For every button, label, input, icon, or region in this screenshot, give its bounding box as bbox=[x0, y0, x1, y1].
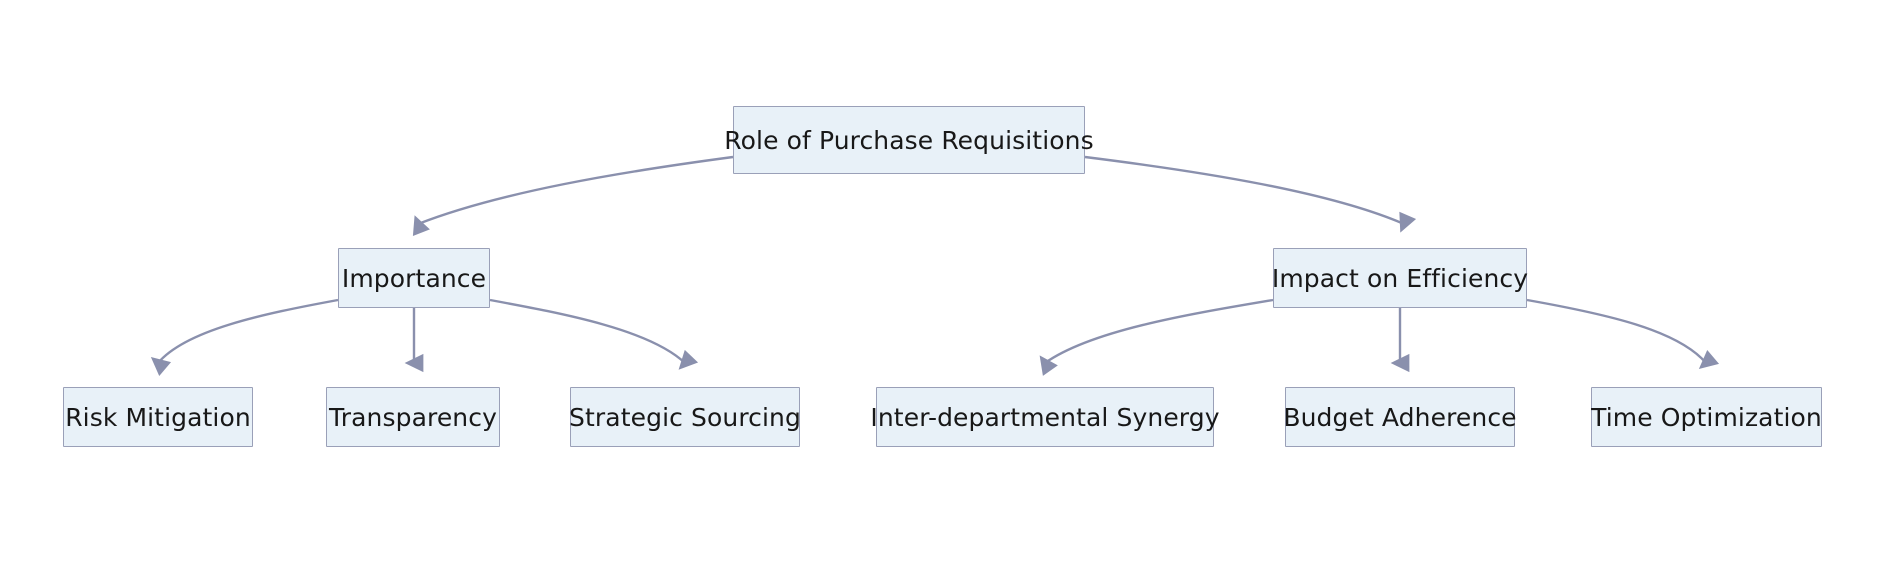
node-importance[interactable]: Importance bbox=[338, 248, 490, 308]
node-root[interactable]: Role of Purchase Requisitions bbox=[724, 106, 1094, 174]
node-inter-departmental-synergy-label: Inter-departmental Synergy bbox=[870, 402, 1220, 432]
node-impact-on-efficiency-label: Impact on Efficiency bbox=[1271, 263, 1529, 293]
edge-importance-sourcing bbox=[489, 298, 699, 370]
edge-root-importance bbox=[412, 155, 734, 237]
node-time-optimization[interactable]: Time Optimization bbox=[1591, 387, 1822, 447]
node-inter-departmental-synergy[interactable]: Inter-departmental Synergy bbox=[870, 387, 1220, 447]
node-impact-on-efficiency[interactable]: Impact on Efficiency bbox=[1271, 248, 1529, 308]
node-budget-adherence[interactable]: Budget Adherence bbox=[1283, 387, 1517, 447]
node-time-optimization-label: Time Optimization bbox=[1591, 402, 1822, 432]
node-strategic-sourcing[interactable]: Strategic Sourcing bbox=[569, 387, 801, 447]
edge-impact-time bbox=[1526, 298, 1720, 370]
node-risk-mitigation[interactable]: Risk Mitigation bbox=[63, 387, 253, 447]
node-transparency-label: Transparency bbox=[329, 402, 497, 432]
node-budget-adherence-label: Budget Adherence bbox=[1283, 402, 1517, 432]
edge-impact-synergy bbox=[1039, 298, 1274, 376]
edge-importance-risk bbox=[150, 298, 339, 377]
node-strategic-sourcing-label: Strategic Sourcing bbox=[569, 402, 801, 432]
node-risk-mitigation-label: Risk Mitigation bbox=[65, 402, 251, 432]
node-transparency[interactable]: Transparency bbox=[326, 387, 500, 447]
node-importance-label: Importance bbox=[341, 263, 487, 293]
node-root-label: Role of Purchase Requisitions bbox=[724, 125, 1094, 155]
edge-root-impact bbox=[1084, 155, 1417, 233]
